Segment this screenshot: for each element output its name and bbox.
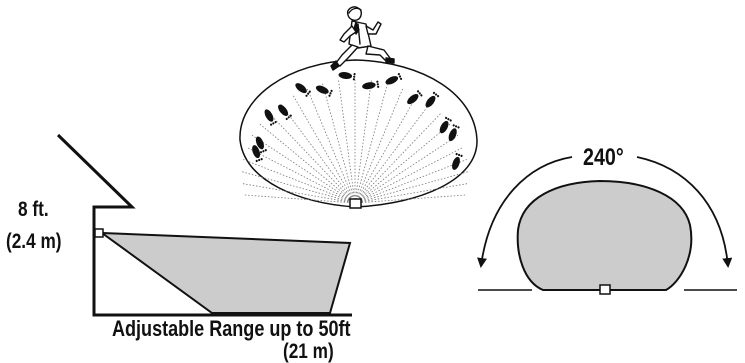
angle-coverage-area [516, 179, 693, 291]
sensor-angle [599, 284, 611, 295]
detection-ray [354, 83, 388, 204]
side-coverage-area [98, 231, 352, 314]
sensor-top [349, 198, 362, 209]
footprint [452, 152, 463, 170]
detection-ray [354, 134, 459, 204]
angle-view [477, 156, 737, 295]
range-label: Adjustable Range up to 50ft [112, 316, 351, 341]
side-view [56, 133, 352, 317]
detection-ray [306, 88, 356, 204]
mount-height-m-label: (2.4 m) [6, 230, 62, 253]
footprint [315, 85, 333, 97]
detection-ray [354, 94, 418, 204]
detection-ray [354, 123, 451, 204]
footprint [338, 72, 356, 81]
footprint [255, 136, 267, 154]
footprint [362, 80, 380, 90]
detection-ray [354, 112, 442, 204]
footprint [278, 104, 292, 121]
detection-ray [246, 146, 356, 204]
detection-ray [259, 123, 356, 204]
range-metric-label: (21 m) [283, 340, 334, 363]
footprint [385, 73, 403, 85]
detection-ray [338, 80, 356, 204]
angle-label: 240° [583, 144, 624, 171]
footprints [252, 72, 463, 170]
detection-ray [279, 103, 356, 204]
mount-height-ft-label: 8 ft. [18, 198, 49, 221]
footprint [425, 91, 440, 108]
detection-ray [243, 159, 356, 204]
detection-ray [292, 94, 356, 204]
footprint [295, 83, 311, 97]
angle-arc-right [636, 156, 733, 268]
detection-ray [354, 80, 372, 204]
footprint [448, 124, 460, 142]
footprint [264, 109, 277, 126]
detection-ray [242, 183, 356, 204]
detection-ray [354, 183, 468, 204]
detection-ray [354, 159, 467, 204]
footprint [439, 116, 452, 134]
detection-pattern-outline [239, 59, 478, 208]
top-view [239, 6, 478, 209]
detection-ray [354, 146, 464, 204]
wall-outline [56, 133, 352, 317]
footprint [252, 145, 263, 163]
detection-ray [268, 112, 356, 204]
angle-arc-left [477, 156, 573, 268]
sensor-side [94, 228, 104, 238]
detection-rays [241, 79, 469, 204]
detection-ray [354, 88, 404, 204]
running-man-figure [330, 6, 395, 71]
footprint [407, 90, 423, 105]
detection-ray [251, 134, 356, 204]
detection-ray [322, 83, 356, 204]
detection-ray [354, 103, 431, 204]
